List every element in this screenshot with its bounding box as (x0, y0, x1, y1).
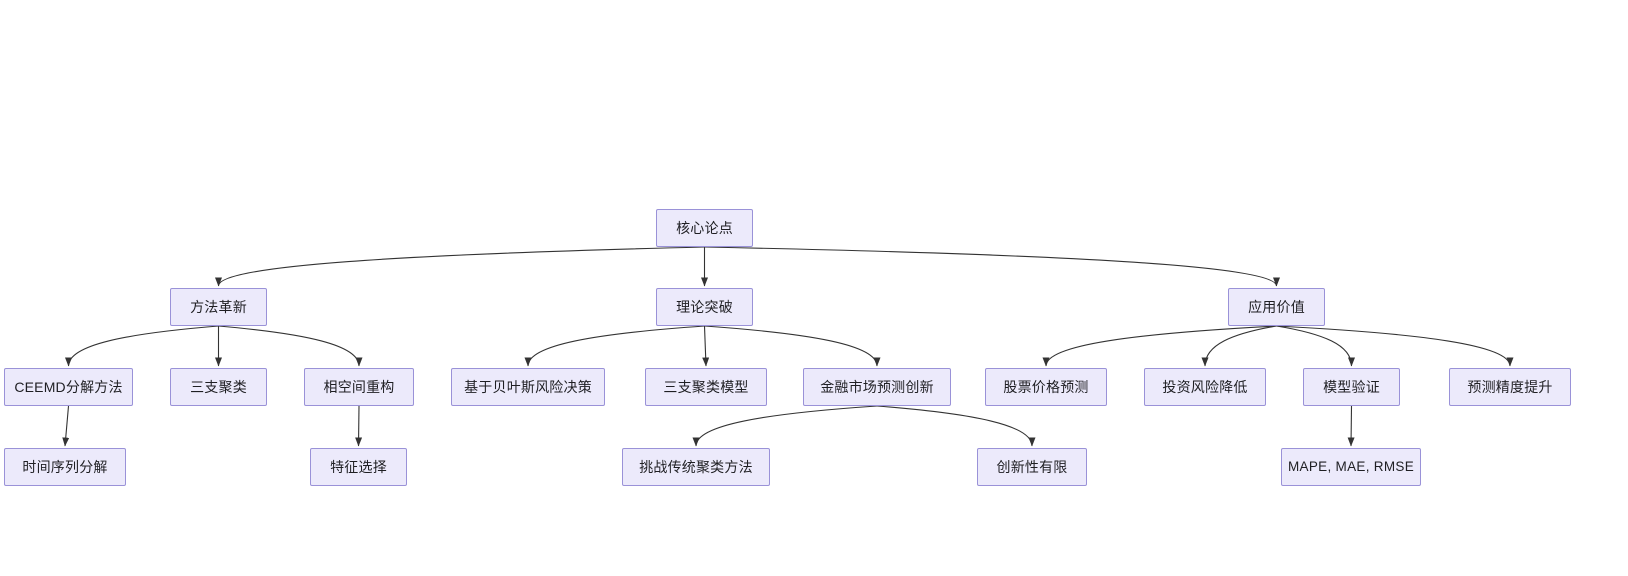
node-c6[interactable]: 金融市场预测创新 (803, 368, 951, 406)
node-b1[interactable]: 方法革新 (170, 288, 267, 326)
edge-c6-to-d3 (692, 405, 878, 447)
node-c4[interactable]: 基于贝叶斯风险决策 (451, 368, 605, 406)
node-d2[interactable]: 特征选择 (310, 448, 407, 486)
edge-root-to-b3 (704, 246, 1280, 287)
node-b2[interactable]: 理论突破 (656, 288, 753, 326)
node-label: 应用价值 (1248, 299, 1305, 315)
node-c2[interactable]: 三支聚类 (170, 368, 267, 406)
node-root[interactable]: 核心论点 (656, 209, 753, 247)
edge-b3-to-c9 (1276, 325, 1355, 367)
node-c10[interactable]: 预测精度提升 (1449, 368, 1571, 406)
node-label: 金融市场预测创新 (820, 379, 934, 395)
node-label: 相空间重构 (323, 379, 395, 395)
edge-b1-to-c3 (218, 325, 363, 367)
node-d5[interactable]: MAPE, MAE, RMSE (1281, 448, 1421, 486)
node-label: 挑战传统聚类方法 (639, 459, 753, 475)
node-label: 创新性有限 (996, 459, 1068, 475)
edge-c6-to-d4 (876, 405, 1036, 447)
node-label: 股票价格预测 (1003, 379, 1089, 395)
node-d3[interactable]: 挑战传统聚类方法 (622, 448, 770, 486)
node-c1[interactable]: CEEMD分解方法 (4, 368, 133, 406)
node-label: 特征选择 (330, 459, 387, 475)
node-label: 时间序列分解 (22, 459, 108, 475)
edge-c3-to-d2 (355, 405, 363, 447)
node-label: 核心论点 (676, 220, 733, 236)
node-d1[interactable]: 时间序列分解 (4, 448, 126, 486)
node-c9[interactable]: 模型验证 (1303, 368, 1400, 406)
node-c7[interactable]: 股票价格预测 (985, 368, 1107, 406)
node-label: 三支聚类模型 (663, 379, 749, 395)
node-b3[interactable]: 应用价值 (1228, 288, 1325, 326)
node-label: 理论突破 (676, 299, 733, 315)
node-c8[interactable]: 投资风险降低 (1144, 368, 1266, 406)
edge-b3-to-c7 (1042, 325, 1277, 367)
node-label: 三支聚类 (190, 379, 247, 395)
node-d4[interactable]: 创新性有限 (977, 448, 1087, 486)
node-label: CEEMD分解方法 (14, 379, 123, 395)
edge-c1-to-d1 (62, 405, 70, 447)
edge-b1-to-c1 (65, 325, 219, 367)
node-label: 预测精度提升 (1467, 379, 1553, 395)
edge-b3-to-c10 (1276, 325, 1514, 367)
edge-root-to-b1 (215, 246, 705, 287)
edge-b2-to-c5 (702, 325, 710, 367)
node-label: 投资风险降低 (1162, 379, 1248, 395)
node-label: 基于贝叶斯风险决策 (464, 379, 592, 395)
node-c3[interactable]: 相空间重构 (304, 368, 414, 406)
edge-group (62, 246, 1514, 447)
edge-b3-to-c8 (1201, 325, 1277, 367)
edge-b2-to-c4 (524, 325, 705, 367)
node-label: 方法革新 (190, 299, 247, 315)
node-c5[interactable]: 三支聚类模型 (645, 368, 767, 406)
node-label: MAPE, MAE, RMSE (1287, 459, 1415, 475)
edge-c9-to-d5 (1347, 405, 1355, 447)
node-label: 模型验证 (1323, 379, 1380, 395)
edge-b2-to-c6 (704, 325, 881, 367)
